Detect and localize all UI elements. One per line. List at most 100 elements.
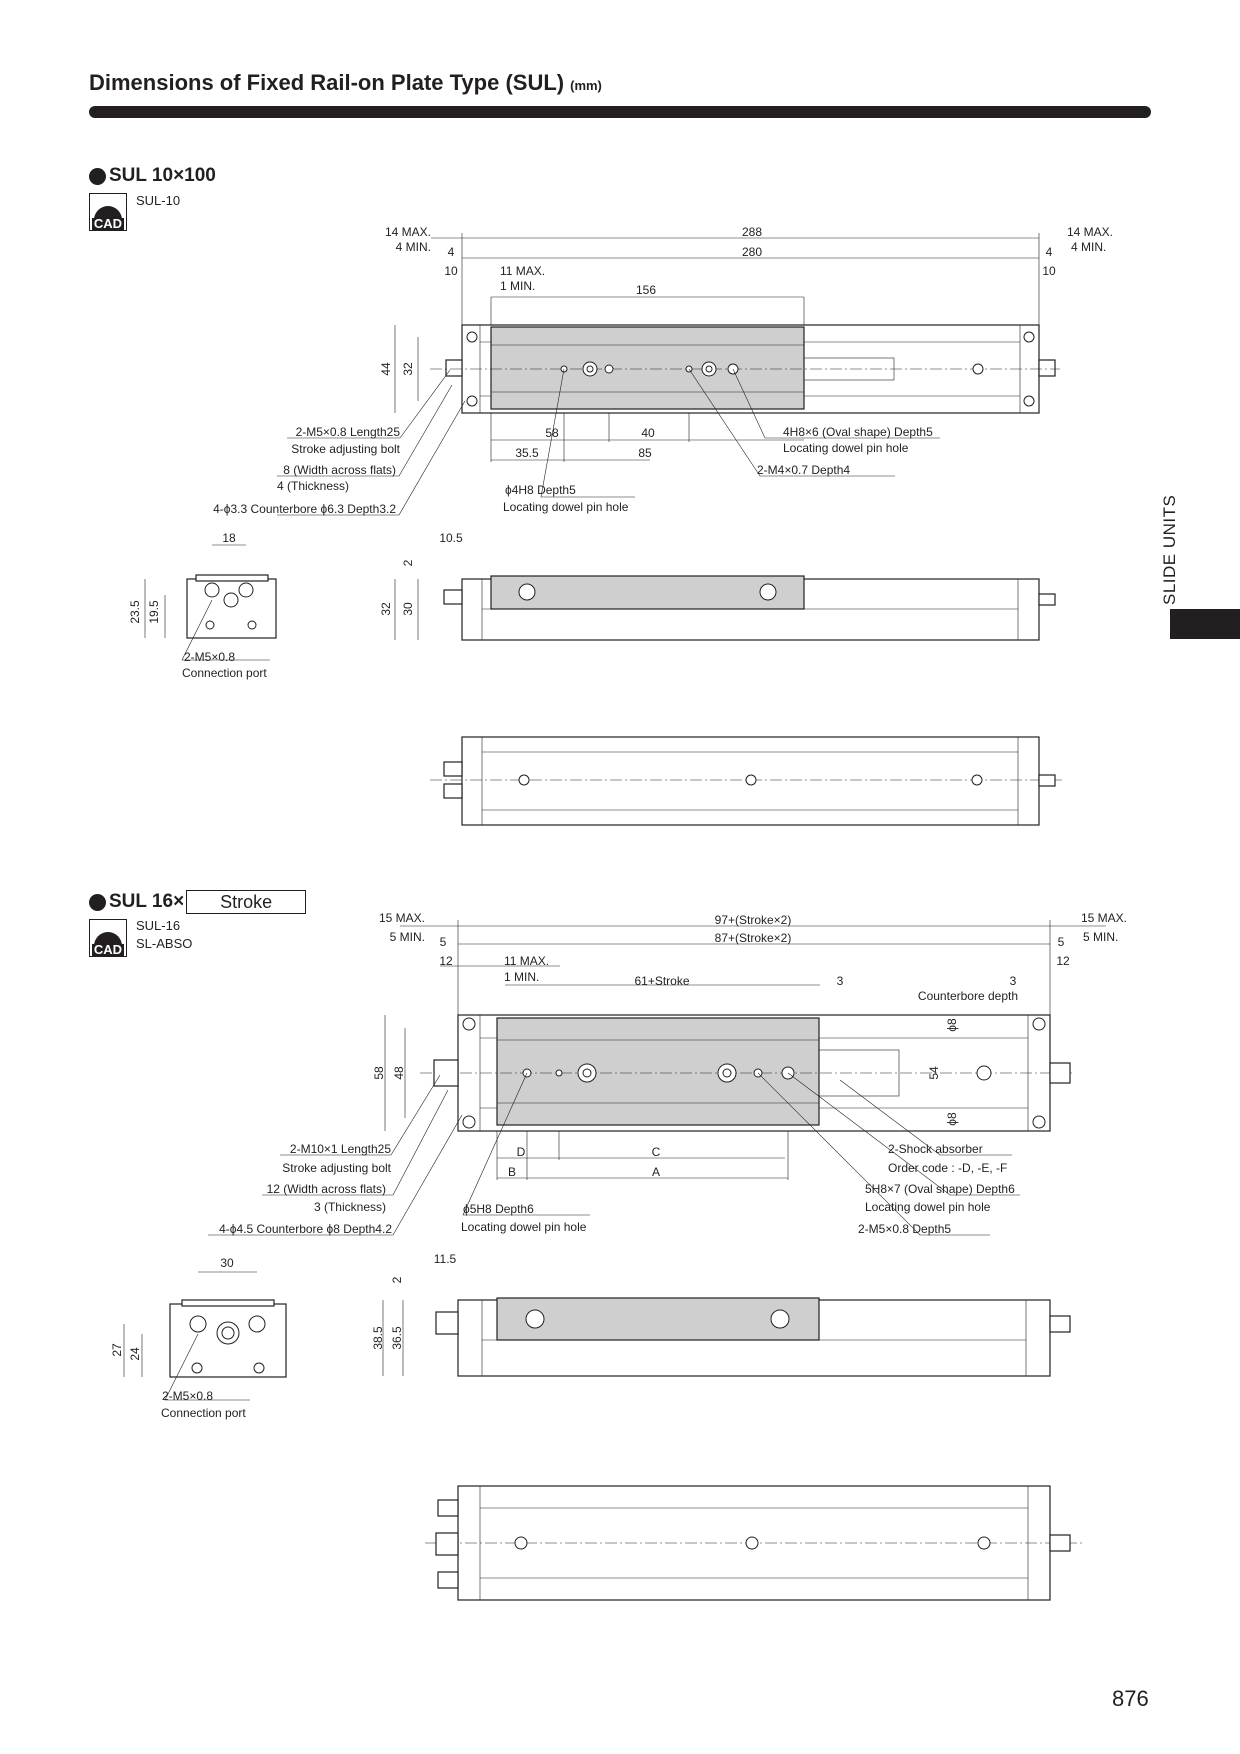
dim-text: ϕ8 <box>945 1112 959 1126</box>
callout-text: Locating dowel pin hole <box>783 441 909 455</box>
callout-text: 4H8×6 (Oval shape) Depth5 <box>783 425 933 439</box>
dim-text: 87+(Stroke×2) <box>715 931 792 945</box>
dim-text: 48 <box>392 1066 406 1080</box>
callout-text: 3 (Thickness) <box>314 1200 386 1214</box>
callout-text: 2-M5×0.8 <box>184 650 235 664</box>
title-underline-bar <box>89 106 1151 118</box>
cad-icon[interactable]: CAD <box>89 193 127 231</box>
cad-icon[interactable]: CAD <box>89 919 127 957</box>
section2-title: SUL 16× <box>109 891 185 912</box>
dim-text: 19.5 <box>147 600 161 624</box>
dim-text: 2 <box>390 1276 404 1283</box>
cad-text: CAD <box>94 216 122 230</box>
callout-text: 12 (Width across flats) <box>267 1182 386 1196</box>
sul10-bottom-view <box>430 736 1065 826</box>
page-title: Dimensions of Fixed Rail-on Plate Type (… <box>89 70 602 96</box>
dim-text: 38.5 <box>371 1326 385 1350</box>
sul16-end-view: 30 27 24 2-M5×0.8 Connection port <box>110 1256 287 1420</box>
unit-label: (mm) <box>570 78 602 93</box>
dim-text: 5 MIN. <box>390 930 425 944</box>
dim-text: Counterbore depth <box>918 989 1018 1003</box>
dim-text: 4 <box>1046 245 1053 259</box>
section1-heading: SUL 10×100 <box>89 165 216 187</box>
model-code: SUL-10 <box>136 193 181 208</box>
callout-text: Order code : -D, -E, -F <box>888 1161 1007 1175</box>
dim-text: 44 <box>379 362 393 376</box>
dim-text: 30 <box>220 1256 234 1270</box>
dim-text: 36.5 <box>390 1326 404 1350</box>
section2-heading: SUL 16×Stroke <box>89 890 307 914</box>
dim-text: 97+(Stroke×2) <box>715 913 792 927</box>
callout-text: 2-M4×0.7 Depth4 <box>757 463 850 477</box>
dim-text: 4 MIN. <box>1071 240 1106 254</box>
dim-text: 156 <box>636 283 656 297</box>
section1-models: SUL-10 <box>136 192 180 210</box>
stroke-box: Stroke <box>186 890 307 914</box>
callout-text: Locating dowel pin hole <box>865 1200 991 1214</box>
dim-text: 27 <box>110 1343 124 1357</box>
dim-text: 5 <box>440 935 447 949</box>
title-text: Dimensions of Fixed Rail-on Plate Type (… <box>89 70 565 95</box>
model-code: SUL-16 <box>136 918 181 933</box>
sul16-top-view: 15 MAX. 5 MIN. 97+(Stroke×2) 87+(Stroke×… <box>208 911 1127 1236</box>
dim-text: 10 <box>444 264 458 278</box>
dim-text: 24 <box>128 1347 142 1361</box>
callout-text: 4-ϕ4.5 Counterbore ϕ8 Depth4.2 <box>219 1222 392 1236</box>
callout-text: ϕ5H8 Depth6 <box>463 1202 534 1216</box>
section1-title: SUL 10×100 <box>109 165 216 186</box>
dim-text: 10.5 <box>439 531 463 545</box>
callout-text: 4-ϕ3.3 Counterbore ϕ6.3 Depth3.2 <box>213 502 396 516</box>
sul16-side-view: 11.5 2 38.5 36.5 <box>371 1252 1071 1377</box>
dim-text: 1 MIN. <box>504 970 539 984</box>
callout-text: 2-M5×0.8 Length25 <box>296 425 401 439</box>
cad-text: CAD <box>94 942 122 956</box>
dim-text: 61+Stroke <box>634 974 689 988</box>
dim-text: 5 <box>1058 935 1065 949</box>
dim-text: 12 <box>439 954 453 968</box>
dim-text: 12 <box>1056 954 1070 968</box>
dim-text: B <box>508 1165 516 1179</box>
model-code: SL-ABSO <box>136 936 193 951</box>
sul16-bottom-view <box>425 1485 1085 1601</box>
callout-text: 5H8×7 (Oval shape) Depth6 <box>865 1182 1015 1196</box>
dim-text: 10 <box>1042 264 1056 278</box>
dim-text: 14 MAX. <box>1067 225 1113 239</box>
dim-text: 4 MIN. <box>396 240 431 254</box>
bullet-icon <box>89 167 106 185</box>
callout-text: 2-M5×0.8 <box>162 1389 213 1403</box>
dim-text: 2 <box>401 559 415 566</box>
sul10-end-view: 18 23.5 19.5 2-M5×0.8 Connection port <box>128 531 277 680</box>
sul10-top-view: 14 MAX. 4 MIN. 288 280 4 4 10 10 11 MAX.… <box>213 225 1113 516</box>
dim-text: 14 MAX. <box>385 225 431 239</box>
dim-text: D <box>517 1145 526 1159</box>
callout-text: 2-Shock absorber <box>888 1142 983 1156</box>
dim-text: 58 <box>545 426 559 440</box>
dim-text: 35.5 <box>515 446 539 460</box>
dim-text: 11 MAX. <box>504 954 549 968</box>
dim-text: 3 <box>837 974 844 988</box>
dim-text: 11.5 <box>434 1252 457 1266</box>
callout-text: Locating dowel pin hole <box>461 1220 587 1234</box>
dim-text: 1 MIN. <box>500 279 535 293</box>
callout-text: Connection port <box>161 1406 246 1420</box>
callout-text: 8 (Width across flats) <box>283 463 396 477</box>
sul10-side-view: 10.5 2 32 30 <box>379 531 1056 641</box>
dim-text: 54 <box>927 1066 941 1080</box>
dim-text: C <box>652 1145 661 1159</box>
dim-text: 5 MIN. <box>1083 930 1118 944</box>
callout-text: 4 (Thickness) <box>277 479 349 493</box>
callout-text: Stroke adjusting bolt <box>291 442 400 456</box>
dim-text: 30 <box>401 602 415 616</box>
dim-text: 85 <box>638 446 652 460</box>
dim-text: A <box>652 1165 660 1179</box>
dim-text: 288 <box>742 225 762 239</box>
dim-text: ϕ8 <box>945 1018 959 1032</box>
dim-text: 18 <box>222 531 236 545</box>
dim-text: 15 MAX. <box>379 911 425 925</box>
callout-text: Stroke adjusting bolt <box>282 1161 391 1175</box>
callout-text: Locating dowel pin hole <box>503 500 629 514</box>
page-number: 876 <box>1112 1686 1149 1711</box>
side-tab-marker <box>1170 609 1240 639</box>
